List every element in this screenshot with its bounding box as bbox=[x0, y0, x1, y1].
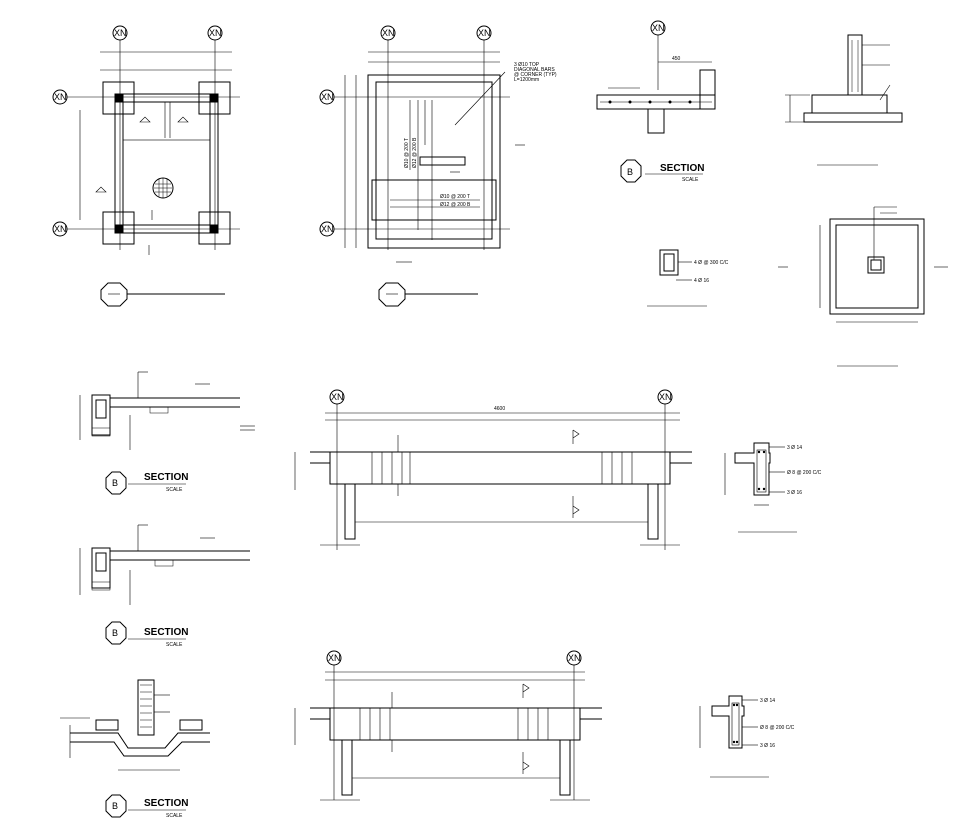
svg-text:XN: XN bbox=[568, 653, 581, 663]
grid-bubble: XN bbox=[319, 89, 335, 105]
svg-text:XN: XN bbox=[321, 224, 334, 234]
dimension-text: 450 bbox=[672, 56, 681, 62]
svg-text:SCALE: SCALE bbox=[166, 642, 183, 648]
svg-text:XN: XN bbox=[331, 392, 344, 402]
rebar-label: Ø10 @ 200 T bbox=[404, 138, 410, 168]
svg-text:3 Ø 16: 3 Ø 16 bbox=[760, 743, 775, 749]
svg-text:3 Ø 14: 3 Ø 14 bbox=[760, 698, 775, 704]
grid-bubble: XN bbox=[566, 650, 582, 666]
svg-text:Ø 8 @ 200 C/C: Ø 8 @ 200 C/C bbox=[787, 470, 822, 476]
rebar-label: Ø12 @ 200 B bbox=[440, 202, 471, 208]
dimension-text: 4600 bbox=[494, 406, 505, 412]
grid-bubble: XN bbox=[52, 221, 68, 237]
grid-bubble: XN bbox=[319, 221, 335, 237]
svg-text:XN: XN bbox=[652, 23, 665, 33]
grid-bubble: XN bbox=[657, 389, 673, 405]
grid-bubble: XN bbox=[650, 20, 666, 36]
beam-cross-section-1: 3 Ø 14 Ø 8 @ 200 C/C 3 Ø 16 bbox=[724, 442, 822, 533]
beam-elevation-2: XN XN bbox=[294, 650, 602, 801]
svg-text:SECTION: SECTION bbox=[144, 627, 188, 638]
svg-text:SCALE: SCALE bbox=[166, 487, 183, 493]
svg-text:B: B bbox=[627, 167, 633, 177]
footing-plan-view: XN XN XN XN bbox=[52, 25, 240, 307]
svg-text:XN: XN bbox=[114, 28, 127, 38]
grid-bubble: XN bbox=[380, 25, 396, 41]
svg-text:Ø 8 @ 200 C/C: Ø 8 @ 200 C/C bbox=[760, 725, 795, 731]
svg-text:XN: XN bbox=[659, 392, 672, 402]
svg-text:4 Ø @ 300 C/C: 4 Ø @ 300 C/C bbox=[694, 260, 729, 266]
section-b-slab-edge: XN 450 B SECTION SCALE bbox=[596, 20, 716, 183]
isolated-footing-plan bbox=[778, 206, 948, 367]
svg-text:XN: XN bbox=[54, 224, 67, 234]
svg-text:B: B bbox=[112, 801, 118, 811]
left-beam-section-2: B SECTION SCALE bbox=[79, 524, 250, 648]
rebar-label: Ø12 @ 200 B bbox=[412, 137, 418, 168]
svg-text:3 Ø 16: 3 Ø 16 bbox=[787, 490, 802, 496]
left-beam-section-1: B SECTION SCALE bbox=[79, 371, 255, 495]
svg-text:3 Ø 14: 3 Ø 14 bbox=[787, 445, 802, 451]
svg-text:B: B bbox=[112, 628, 118, 638]
rebar-label: Ø10 @ 200 T bbox=[440, 194, 470, 200]
mesh-symbol bbox=[152, 177, 174, 199]
svg-text:B: B bbox=[112, 478, 118, 488]
svg-text:XN: XN bbox=[382, 28, 395, 38]
wall-footing-section bbox=[785, 34, 903, 166]
grid-bubble: XN bbox=[112, 25, 128, 41]
svg-text:SECTION: SECTION bbox=[660, 163, 704, 174]
grid-bubble: XN bbox=[207, 25, 223, 41]
beam-elevation-1: XN XN 4600 bbox=[294, 389, 692, 550]
svg-text:SCALE: SCALE bbox=[682, 177, 699, 183]
svg-text:SECTION: SECTION bbox=[144, 472, 188, 483]
grid-bubble: XN bbox=[326, 650, 342, 666]
left-wall-section-3: B SECTION SCALE bbox=[60, 679, 210, 819]
svg-text:4 Ø 16: 4 Ø 16 bbox=[694, 278, 709, 284]
grid-bubble: XN bbox=[329, 389, 345, 405]
svg-text:XN: XN bbox=[328, 653, 341, 663]
svg-text:XN: XN bbox=[478, 28, 491, 38]
grid-bubble: XN bbox=[476, 25, 492, 41]
svg-text:SECTION: SECTION bbox=[144, 798, 188, 809]
grid-bubble: XN bbox=[52, 89, 68, 105]
beam-cross-section-2: 3 Ø 14 Ø 8 @ 200 C/C 3 Ø 16 bbox=[699, 695, 795, 778]
svg-text:XN: XN bbox=[54, 92, 67, 102]
column-tie-detail: 4 Ø @ 300 C/C 4 Ø 16 bbox=[647, 249, 729, 307]
svg-text:XN: XN bbox=[321, 92, 334, 102]
svg-text:SCALE: SCALE bbox=[166, 813, 183, 819]
svg-text:XN: XN bbox=[209, 28, 222, 38]
